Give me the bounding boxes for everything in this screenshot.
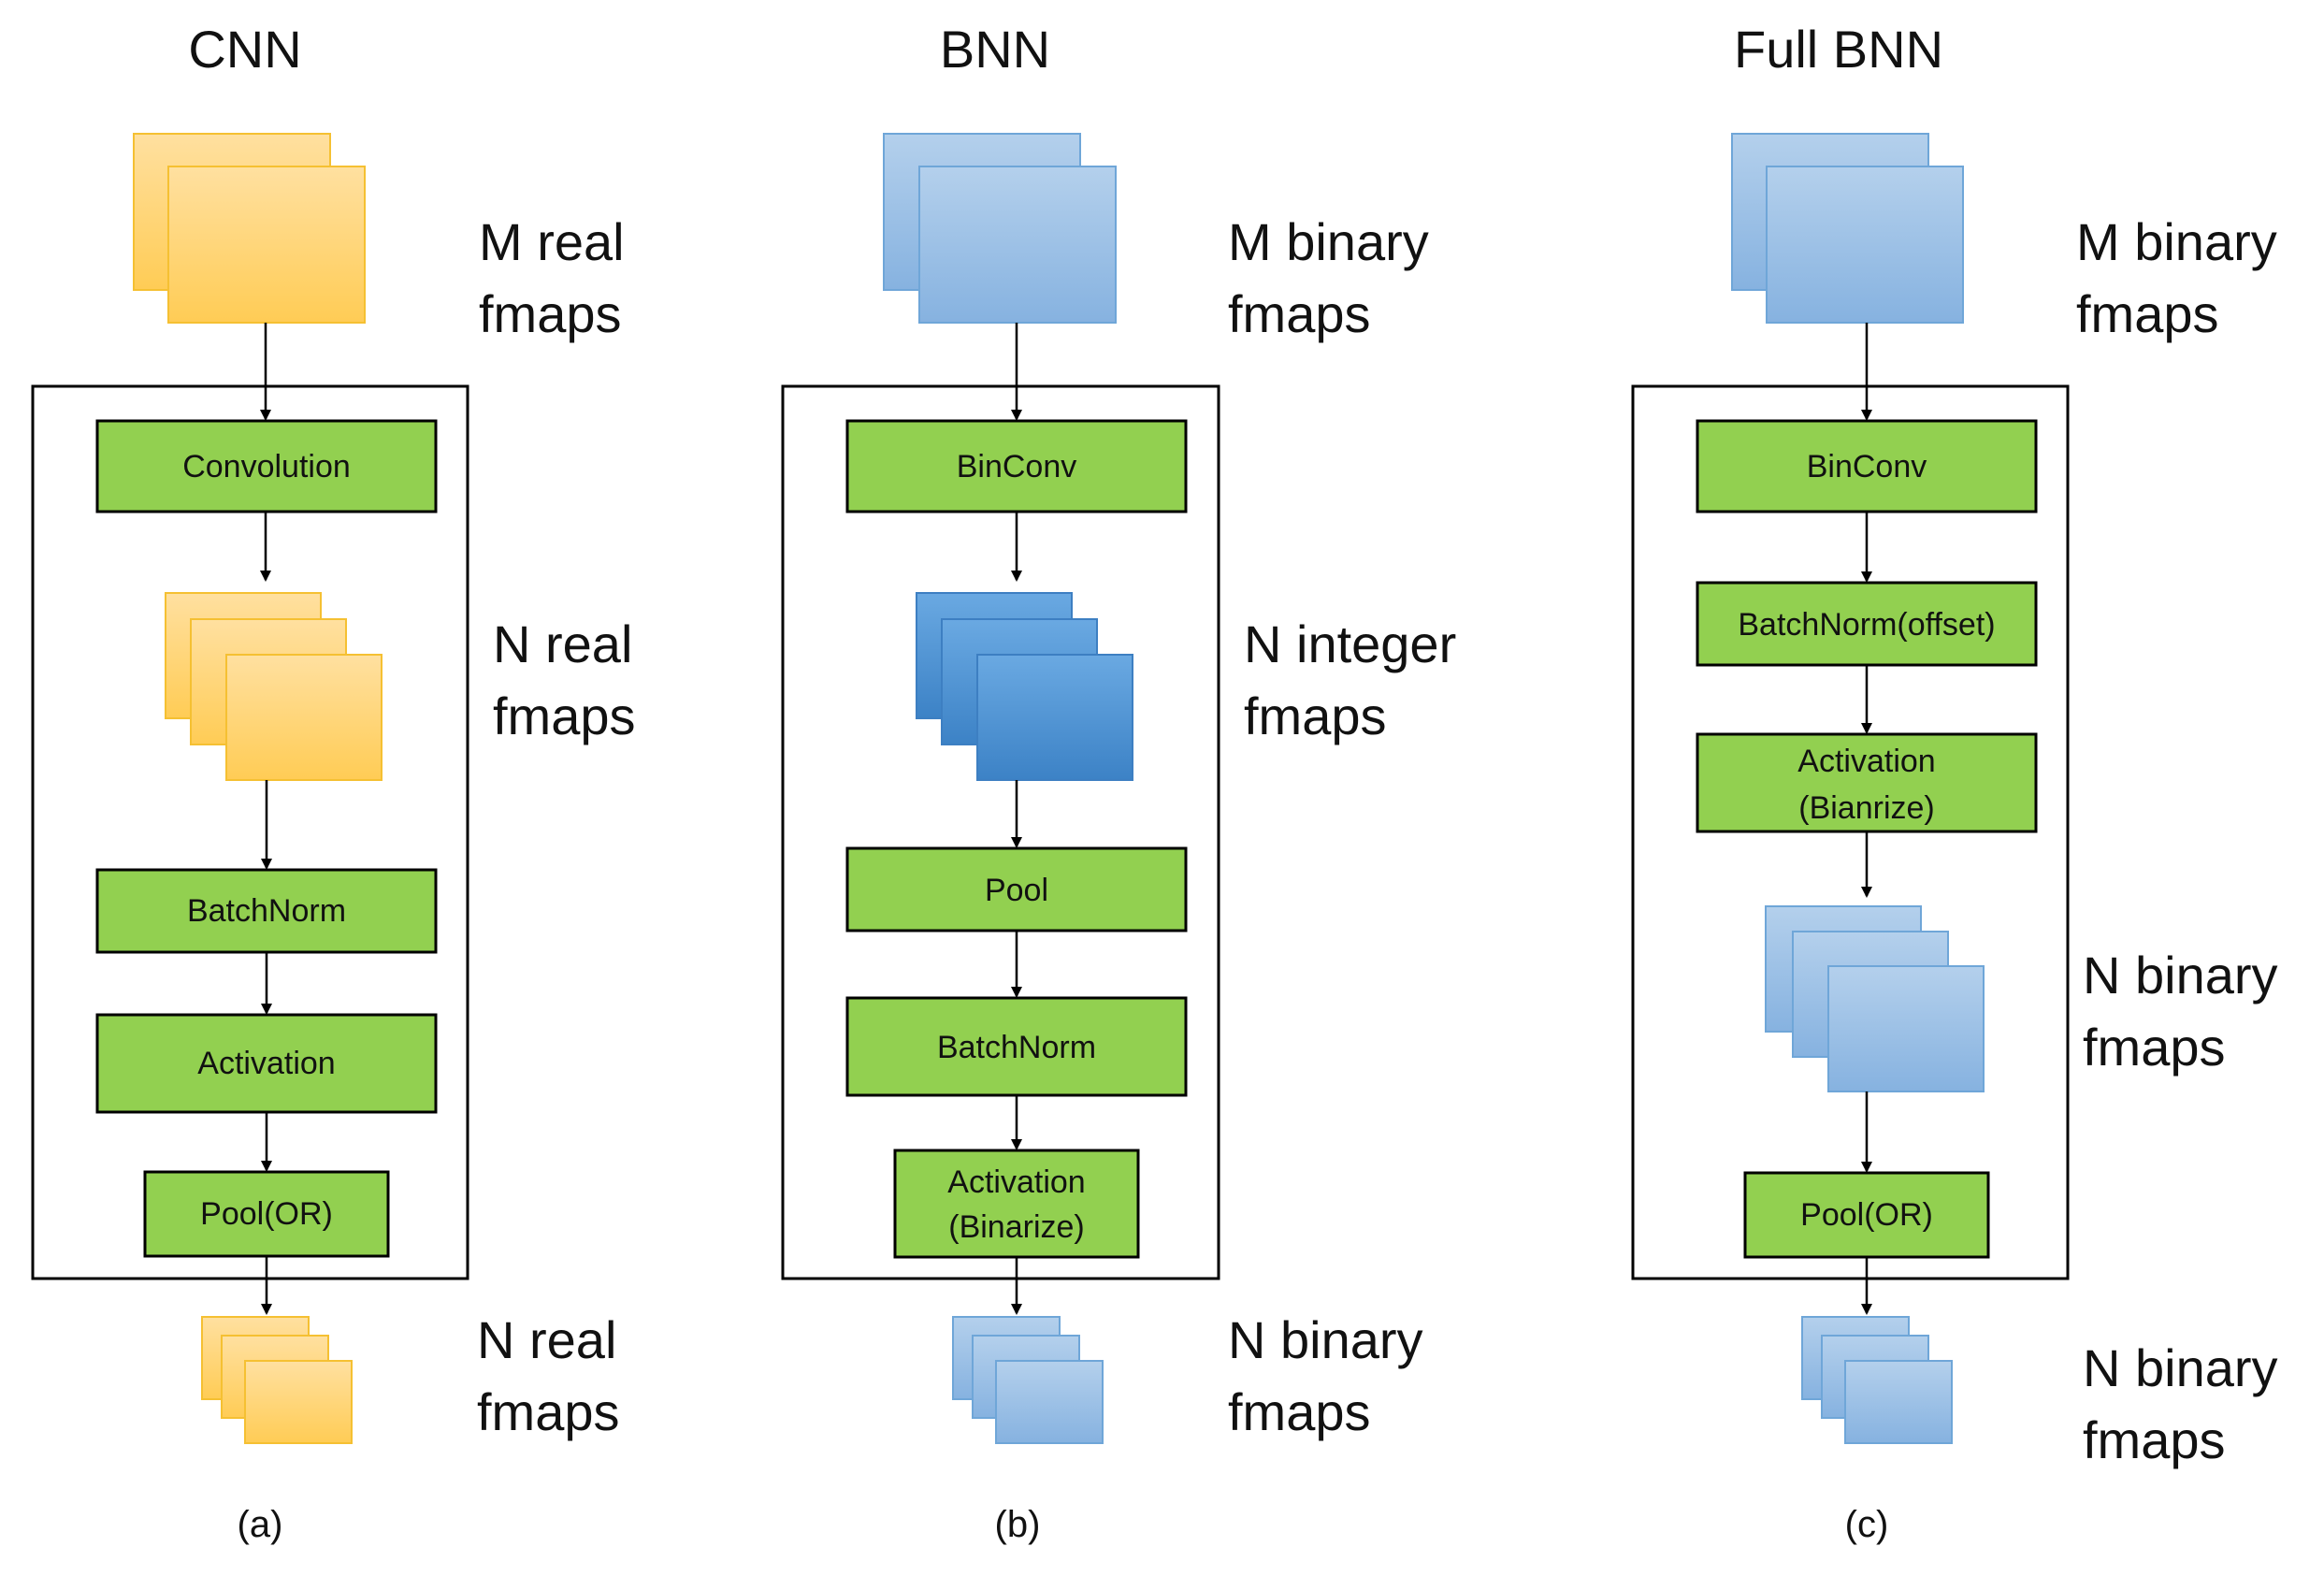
cnn-convolution-box: Convolution — [95, 419, 438, 513]
bnn-binarize-label: (Binarize) — [948, 1209, 1084, 1245]
cnn-input-fmaps — [133, 133, 366, 324]
full-bnn-activation-box: Activation (Bianrize) — [1696, 732, 2038, 833]
bnn-input-fmaps-label-line2: fmaps — [1228, 284, 1371, 343]
full-bnn-input-fmaps-label-line1: M binary — [2076, 212, 2277, 271]
full-bnn-column: Full BNN M binary fmaps BinConv BatchNor… — [1631, 20, 2278, 1545]
bnn-input-fmaps — [883, 133, 1117, 324]
cnn-mid-fmaps-label-line2: fmaps — [493, 687, 636, 745]
full-bnn-mid-fmaps — [1765, 905, 1985, 1092]
full-bnn-activation-label: Activation — [1797, 744, 1935, 779]
full-bnn-batchnorm-label: BatchNorm(offset) — [1738, 607, 1995, 643]
bnn-mid-fmaps — [916, 592, 1133, 781]
bnn-batchnorm-box: BatchNorm — [845, 996, 1188, 1097]
cnn-block-frame — [31, 384, 469, 1280]
cnn-output-fmaps — [201, 1316, 353, 1444]
bnn-column: BNN M binary fmaps BinConv N integer fma… — [781, 20, 1456, 1545]
full-bnn-batchnorm-box: BatchNorm(offset) — [1696, 581, 2038, 667]
cnn-pool-label: Pool(OR) — [200, 1196, 333, 1232]
full-bnn-binconv-label: BinConv — [1807, 449, 1927, 484]
full-bnn-pool-label: Pool(OR) — [1800, 1197, 1933, 1233]
bnn-output-fmaps-label-line2: fmaps — [1228, 1382, 1371, 1441]
bnn-mid-fmaps-label-line2: fmaps — [1244, 687, 1387, 745]
cnn-activation-box: Activation — [95, 1013, 438, 1114]
bnn-binconv-box: BinConv — [845, 419, 1188, 513]
bnn-mid-fmaps-label-line1: N integer — [1244, 614, 1456, 673]
full-bnn-block-frame — [1631, 384, 2070, 1280]
cnn-caption: (a) — [238, 1504, 283, 1545]
bnn-output-fmaps-label-line1: N binary — [1228, 1310, 1423, 1369]
cnn-input-fmaps-label-line2: fmaps — [479, 284, 622, 343]
cnn-column: CNN M real fmaps Convolution N real fmap… — [31, 20, 636, 1545]
bnn-output-fmaps — [952, 1316, 1104, 1444]
bnn-batchnorm-label: BatchNorm — [937, 1030, 1096, 1065]
full-bnn-binarize-label: (Bianrize) — [1798, 790, 1934, 826]
full-bnn-output-fmaps-label-line2: fmaps — [2083, 1410, 2226, 1469]
bnn-activation-box: Activation (Binarize) — [893, 1149, 1140, 1259]
full-bnn-title: Full BNN — [1734, 20, 1943, 79]
bnn-binconv-label: BinConv — [957, 449, 1077, 484]
full-bnn-output-fmaps-label-line1: N binary — [2083, 1338, 2278, 1397]
full-bnn-caption: (c) — [1845, 1504, 1889, 1545]
full-bnn-mid-fmaps-label-line1: N binary — [2083, 946, 2278, 1005]
cnn-convolution-label: Convolution — [182, 449, 351, 484]
full-bnn-input-fmaps-label-line2: fmaps — [2076, 284, 2219, 343]
cnn-input-fmaps-label-line1: M real — [479, 212, 625, 271]
cnn-output-fmaps-label-line1: N real — [477, 1310, 616, 1369]
cnn-activation-label: Activation — [197, 1046, 335, 1081]
full-bnn-mid-fmaps-label-line2: fmaps — [2083, 1018, 2226, 1077]
cnn-pool-box: Pool(OR) — [143, 1170, 390, 1258]
bnn-title: BNN — [940, 20, 1050, 79]
cnn-title: CNN — [188, 20, 301, 79]
cnn-mid-fmaps-label-line1: N real — [493, 614, 632, 673]
cnn-batchnorm-label: BatchNorm — [187, 893, 346, 929]
full-bnn-input-fmaps — [1731, 133, 1964, 324]
bnn-caption: (b) — [995, 1504, 1041, 1545]
cnn-batchnorm-box: BatchNorm — [95, 868, 438, 954]
bnn-pool-box: Pool — [845, 846, 1188, 932]
full-bnn-binconv-box: BinConv — [1696, 419, 2038, 513]
full-bnn-pool-box: Pool(OR) — [1743, 1171, 1990, 1259]
bnn-input-fmaps-label-line1: M binary — [1228, 212, 1429, 271]
bnn-activation-label: Activation — [947, 1164, 1085, 1200]
cnn-mid-fmaps — [165, 592, 383, 781]
full-bnn-output-fmaps — [1801, 1316, 1953, 1444]
cnn-output-fmaps-label-line2: fmaps — [477, 1382, 620, 1441]
bnn-block-frame — [781, 384, 1220, 1280]
bnn-pool-label: Pool — [985, 873, 1048, 908]
